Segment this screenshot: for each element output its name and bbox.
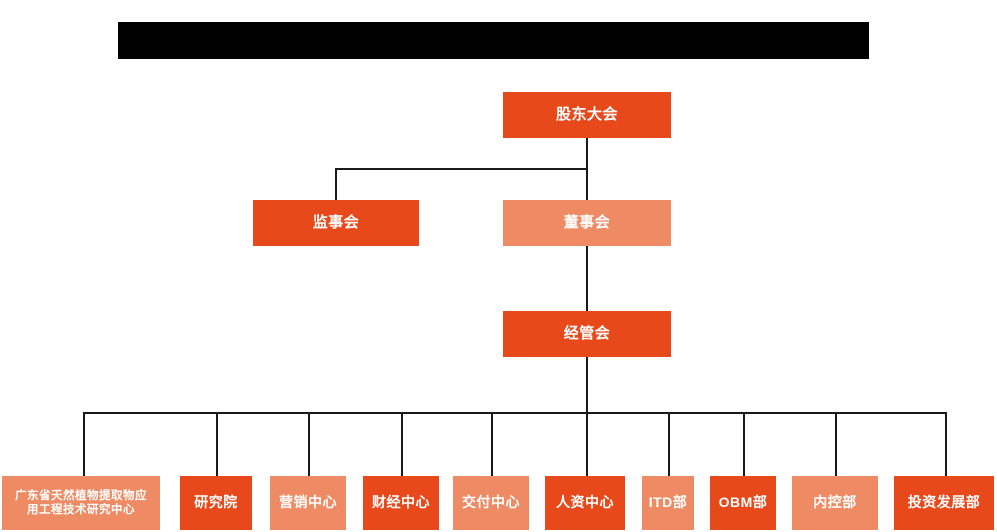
org-node-label: 监事会 xyxy=(312,213,360,231)
org-node-label: 人资中心 xyxy=(556,494,614,511)
org-node-dept-itd[interactable]: ITD部 xyxy=(642,476,694,530)
org-node-dept-delivery[interactable]: 交付中心 xyxy=(453,476,529,530)
org-node-dept-finance[interactable]: 财经中心 xyxy=(363,476,439,530)
connector-drop-dept-delivery xyxy=(491,412,493,476)
connector-drop-dept-obm xyxy=(743,412,745,476)
org-node-dept-invest[interactable]: 投资发展部 xyxy=(894,476,994,530)
title-banner xyxy=(118,22,869,59)
org-node-dept-research[interactable]: 研究院 xyxy=(180,476,252,530)
connector-branch-bar-level2 xyxy=(335,168,587,170)
connector-drop-dept-gdcenter xyxy=(83,412,85,476)
connector-drop-directors xyxy=(586,168,588,200)
org-node-label: 投资发展部 xyxy=(907,494,981,511)
connector-trunk-directors-down xyxy=(586,246,588,311)
org-node-shareholders[interactable]: 股东大会 xyxy=(503,92,671,138)
title-banner-text xyxy=(118,22,869,23)
org-node-dept-gdcenter[interactable]: 广东省天然植物提取物应 用工程技术研究中心 xyxy=(2,476,160,530)
org-node-label: 经管会 xyxy=(563,324,611,342)
org-node-label: 营销中心 xyxy=(279,494,337,511)
org-node-label: 股东大会 xyxy=(555,105,618,123)
org-node-directors[interactable]: 董事会 xyxy=(503,200,671,246)
org-node-label: 研究院 xyxy=(194,494,238,511)
org-node-label: 董事会 xyxy=(563,213,611,231)
org-node-label: 广东省天然植物提取物应 用工程技术研究中心 xyxy=(15,489,147,516)
org-node-label: ITD部 xyxy=(648,494,688,511)
connector-drop-supervisors xyxy=(335,168,337,200)
connector-dept-bus-bar xyxy=(83,412,947,414)
connector-drop-dept-finance xyxy=(401,412,403,476)
connector-drop-dept-hr xyxy=(586,412,588,476)
org-node-label: OBM部 xyxy=(718,494,768,511)
connector-drop-dept-invest xyxy=(945,412,947,476)
connector-drop-dept-control xyxy=(835,412,837,476)
org-node-dept-market[interactable]: 营销中心 xyxy=(270,476,346,530)
org-node-dept-obm[interactable]: OBM部 xyxy=(710,476,776,530)
org-node-dept-hr[interactable]: 人资中心 xyxy=(545,476,625,530)
connector-trunk-management-down xyxy=(586,357,588,413)
org-node-management[interactable]: 经管会 xyxy=(503,311,671,357)
connector-drop-dept-research xyxy=(216,412,218,476)
org-node-dept-control[interactable]: 内控部 xyxy=(792,476,878,530)
org-node-label: 内控部 xyxy=(813,494,857,511)
org-node-label: 财经中心 xyxy=(372,494,430,511)
connector-drop-dept-itd xyxy=(668,412,670,476)
org-node-label: 交付中心 xyxy=(462,494,520,511)
connector-drop-dept-market xyxy=(308,412,310,476)
org-node-supervisors[interactable]: 监事会 xyxy=(253,200,419,246)
